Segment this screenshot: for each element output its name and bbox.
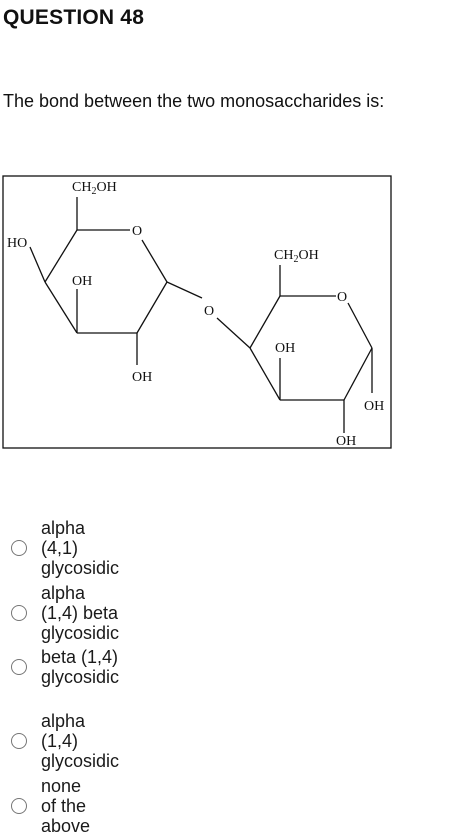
ring1-bonds xyxy=(29,197,251,365)
ring1-ch2oh-label: CH2OH xyxy=(72,180,117,197)
ring2-bonds xyxy=(249,265,373,433)
radio-button[interactable] xyxy=(11,733,27,749)
ring1-inner-oh-label: OH xyxy=(72,274,92,289)
ring2-ch2oh-label: CH2OH xyxy=(274,248,319,265)
radio-button[interactable] xyxy=(11,605,27,621)
option-label: alpha (1,4) beta glycosidic xyxy=(41,583,120,643)
option-none-of-the-above[interactable]: none of the above xyxy=(11,776,90,836)
disaccharide-structure-figure: CH2OH O HO OH OH O CH2OH O OH OH OH xyxy=(2,175,392,449)
question-prompt: The bond between the two monosaccharides… xyxy=(3,91,385,111)
ring2-oxygen-label: O xyxy=(337,290,347,305)
glycosidic-oxygen-label: O xyxy=(204,304,214,319)
radio-button[interactable] xyxy=(11,659,27,675)
option-alpha-1-4-glycosidic[interactable]: alpha (1,4) glycosidic xyxy=(11,711,119,771)
option-label: none of the above xyxy=(41,776,91,836)
ring1-oxygen-label: O xyxy=(132,224,142,239)
radio-button[interactable] xyxy=(11,540,27,556)
question-title: QUESTION 48 xyxy=(3,6,145,29)
ring2-bottom-oh-label: OH xyxy=(336,434,356,449)
option-alpha-4-1-glycosidic[interactable]: alpha (4,1) glycosidic xyxy=(11,518,119,578)
ring2-right-oh-label: OH xyxy=(364,399,384,414)
option-beta-1-4-glycosidic[interactable]: beta (1,4) glycosidic xyxy=(11,647,119,687)
ring1-ho-label: HO xyxy=(7,236,27,251)
ring2-inner-oh-label: OH xyxy=(275,341,295,356)
ring1-bottom-oh-label: OH xyxy=(132,370,152,385)
option-label: beta (1,4) glycosidic xyxy=(41,647,120,687)
option-label: alpha (4,1) glycosidic xyxy=(41,518,120,578)
figure-border xyxy=(2,175,392,449)
radio-button[interactable] xyxy=(11,798,27,814)
option-alpha-1-4-beta-glycosidic[interactable]: alpha (1,4) beta glycosidic xyxy=(11,583,119,643)
option-label: alpha (1,4) glycosidic xyxy=(41,711,120,771)
